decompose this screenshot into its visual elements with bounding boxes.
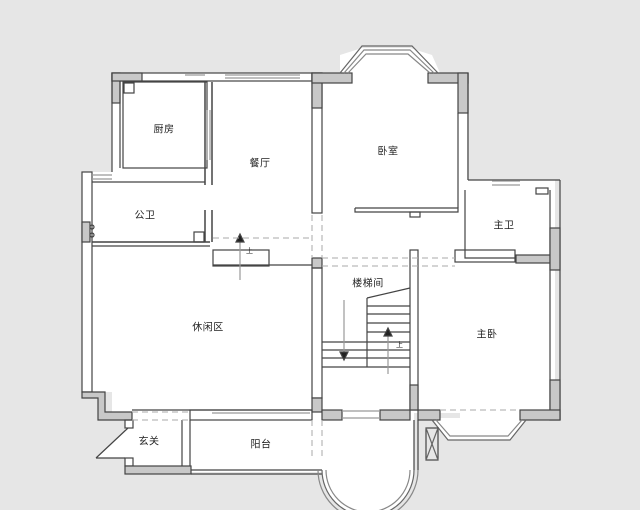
- room-label-master-bath: 主卫: [493, 220, 515, 232]
- room-label-dining: 餐厅: [249, 158, 271, 170]
- room-label-stairwell: 楼梯间: [352, 278, 384, 290]
- room-label-entrance: 玄关: [138, 436, 160, 448]
- room-label-bedroom: 卧室: [377, 146, 399, 158]
- dashed-lines: [132, 215, 520, 460]
- room-label-balcony: 阳台: [250, 439, 272, 451]
- walls: [81, 45, 561, 510]
- room-label-lounge: 休闲区: [192, 322, 224, 334]
- stair-up-mark: 上: [246, 246, 253, 255]
- stair-up-mark: 上: [396, 340, 403, 349]
- room-label-kitchen: 厨房: [153, 124, 175, 136]
- room-label-master-bedroom: 主卧: [476, 329, 498, 341]
- room-label-public-bath: 公卫: [134, 210, 156, 222]
